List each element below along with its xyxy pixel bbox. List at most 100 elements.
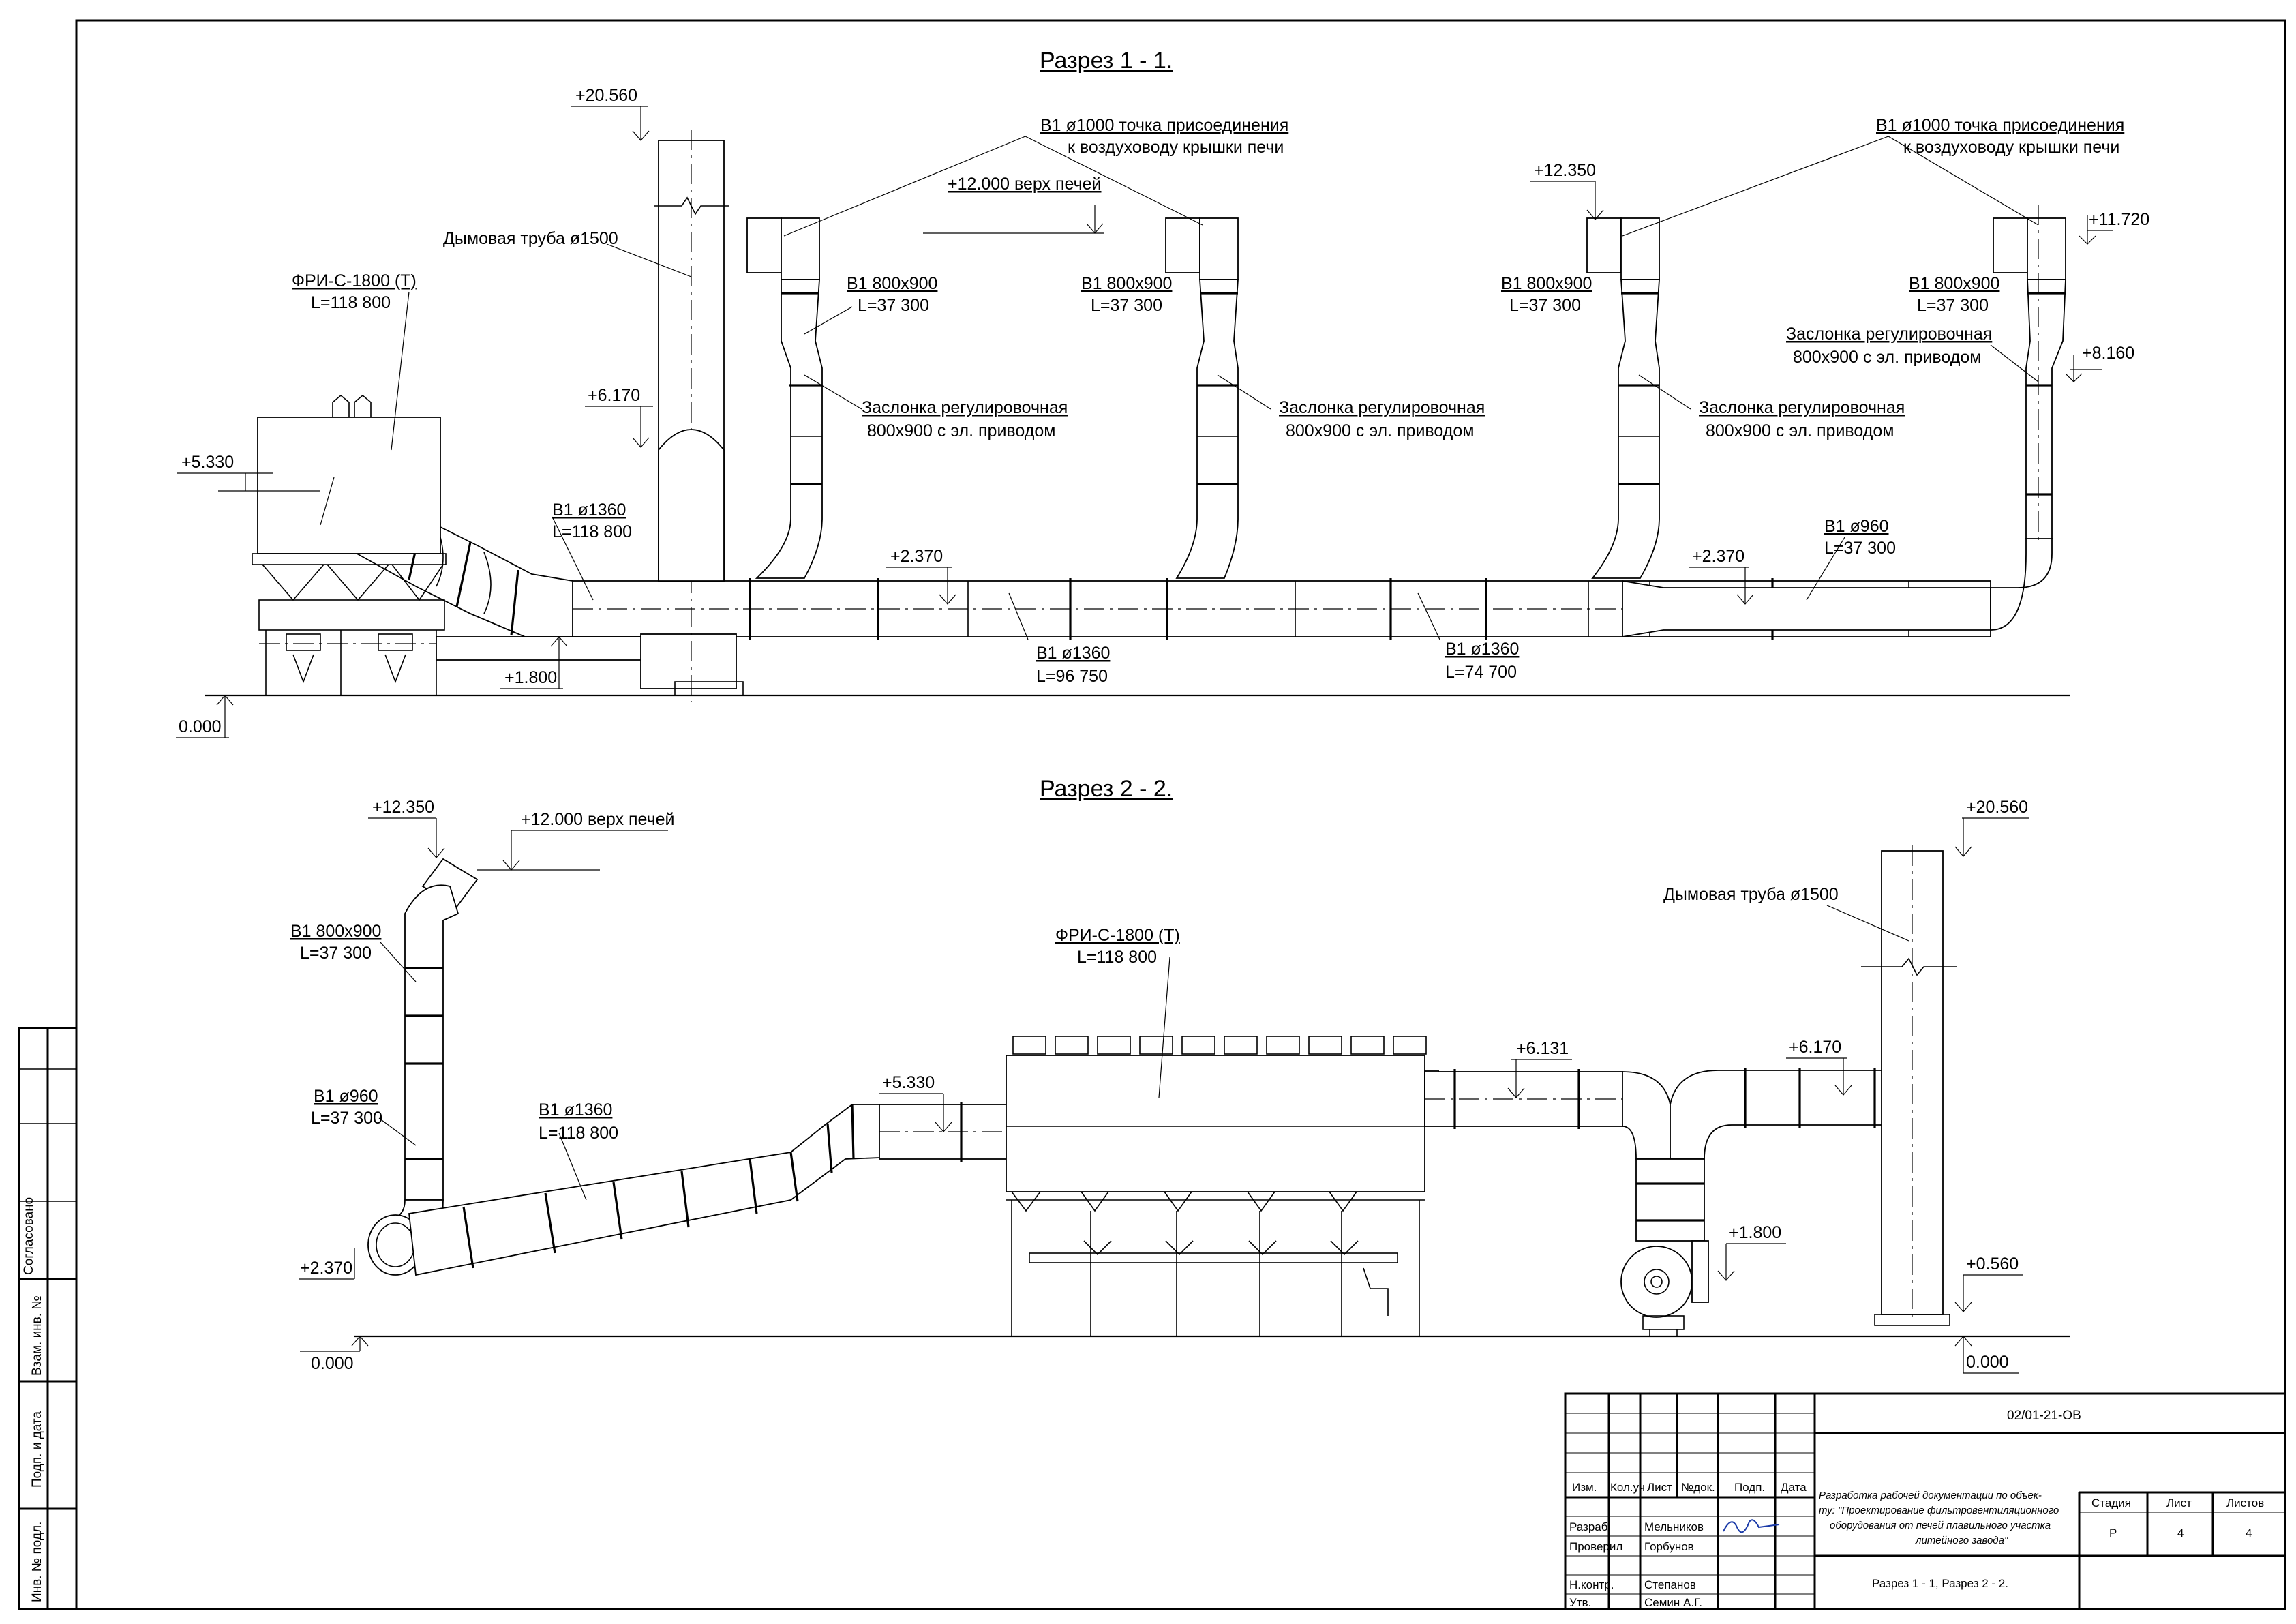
- stage-header: Стадия: [2091, 1497, 2131, 1509]
- s1-riser-1: [746, 217, 823, 579]
- s1-damper-4b: 800х900 с эл. приводом: [1793, 348, 1981, 367]
- s2-duct-1360: В1 ø1360: [539, 1100, 612, 1119]
- hdr-izm: Изм.: [1572, 1481, 1597, 1494]
- s1-elev-5330: +5.330: [181, 453, 234, 472]
- s1-duct-1360-a: В1 ø1360: [552, 500, 626, 520]
- s2-elev-2370: +2.370: [300, 1259, 352, 1278]
- s1-damper-1a: Заслонка регулировочная: [862, 398, 1068, 417]
- s1-duct-800-2-flow: L=37 300: [1091, 296, 1162, 315]
- section-1-title: Разрез 1 - 1.: [1040, 48, 1173, 74]
- s1-conn-left-1: В1 ø1000 точка присоединения: [1040, 116, 1288, 135]
- role-nkontr: Н.контр.: [1569, 1578, 1614, 1591]
- s2-filter-unit: [1006, 1036, 1439, 1336]
- s2-duct-960-flow: L=37 300: [311, 1109, 382, 1128]
- s1-elev-20560: +20.560: [575, 86, 637, 105]
- s1-duct-800-4-flow: L=37 300: [1917, 296, 1989, 315]
- s1-duct-800-4: В1 800х900: [1909, 274, 1999, 293]
- stamp-inv: Инв. № подл.: [30, 1522, 44, 1602]
- name-utv: Семин А.Г.: [1644, 1596, 1702, 1609]
- s1-damper-1b: 800х900 с эл. приводом: [867, 421, 1055, 440]
- s2-duct-960: В1 ø960: [314, 1087, 378, 1106]
- s2-chimney: [1861, 845, 1957, 1326]
- name-razrab: Мельников: [1644, 1520, 1704, 1533]
- s2-elev-0000-right: 0.000: [1966, 1353, 2009, 1372]
- s1-leaders: [391, 136, 2039, 640]
- s1-chimney: [654, 130, 729, 702]
- s1-duct-800-3: В1 800х900: [1501, 274, 1592, 293]
- s1-elev-2370-b: +2.370: [1692, 547, 1744, 566]
- s2-elev-0560: +0.560: [1966, 1254, 2019, 1274]
- s2-elev-1800: +1.800: [1729, 1223, 1781, 1242]
- s2-right-ducts: [1424, 1068, 1897, 1336]
- s2-elev-6170: +6.170: [1789, 1038, 1841, 1057]
- name-nkontr: Степанов: [1644, 1578, 1696, 1591]
- sheet-title: Разрез 1 - 1, Разрез 2 - 2.: [1872, 1577, 2008, 1590]
- s1-duct-1360-c: В1 ø1360: [1445, 640, 1519, 659]
- s2-elev-6131: +6.131: [1516, 1039, 1569, 1058]
- project-line-3: оборудования от печей плавильного участк…: [1830, 1520, 2051, 1531]
- s1-riser-3: [1586, 217, 1660, 579]
- stamp-replaced: Взам. инв. №: [30, 1295, 44, 1376]
- s2-filter-valves: [1012, 1036, 1427, 1055]
- sheet-header: Лист: [2166, 1497, 2192, 1509]
- s1-damper-4a: Заслонка регулировочная: [1786, 325, 1992, 344]
- project-line-1: Разработка рабочей документации по объек…: [1819, 1490, 2042, 1501]
- hdr-kol: Кол.уч: [1610, 1481, 1645, 1494]
- role-utv: Утв.: [1569, 1596, 1591, 1609]
- sheets-header: Листов: [2226, 1497, 2264, 1509]
- role-proveril: Проверил: [1569, 1540, 1622, 1553]
- s2-leaders: [378, 905, 1909, 1201]
- s2-duct-1360-flow: L=118 800: [539, 1124, 618, 1143]
- s1-elev-2370-a: +2.370: [890, 547, 943, 566]
- hdr-ndoc: №док.: [1681, 1481, 1715, 1494]
- s1-conn-left-2: к воздуховоду крышки печи: [1068, 138, 1284, 157]
- s2-elev-20560: +20.560: [1966, 798, 2028, 817]
- s1-furnace-top: +12.000 верх печей: [948, 175, 1102, 194]
- section-2-title: Разрез 2 - 2.: [1040, 776, 1173, 802]
- s1-elev-11720: +11.720: [2089, 210, 2149, 229]
- drawing-frame: [75, 19, 2286, 1610]
- s1-duct-800-1-flow: L=37 300: [858, 296, 929, 315]
- s2-stack: Дымовая труба ø1500: [1663, 885, 1839, 904]
- s2-filter-name: ФРИ-С-1800 (Т): [1055, 926, 1180, 945]
- s1-elevation-marks: [176, 106, 2113, 738]
- s1-elev-8160: +8.160: [2082, 344, 2134, 363]
- s1-duct-1360-c-flow: L=74 700: [1445, 663, 1517, 682]
- s2-elevation-marks: [299, 817, 2029, 1374]
- s1-conn-right-1: В1 ø1000 точка присоединения: [1876, 116, 2124, 135]
- s1-damper-3a: Заслонка регулировочная: [1699, 398, 1905, 417]
- sheets-value: 4: [2246, 1527, 2252, 1539]
- s1-duct-960: В1 ø960: [1824, 517, 1889, 536]
- s1-elev-12350: +12.350: [1534, 161, 1596, 180]
- s2-elev-5330: +5.330: [882, 1073, 935, 1092]
- s2-long-duct: [408, 1102, 1010, 1276]
- project-line-4: литейного завода": [1915, 1535, 2008, 1546]
- hdr-podp: Подп.: [1734, 1481, 1765, 1494]
- signature: [1723, 1519, 1780, 1533]
- stage-value: Р: [2109, 1527, 2117, 1539]
- section-2-2: Разрез 2 - 2.: [290, 776, 2070, 1374]
- section-1-1: Разрез 1 - 1.: [176, 48, 2149, 738]
- side-stamp: Согласовано Взам. инв. № Подп. и дата Ин…: [18, 1027, 78, 1610]
- s2-elev-0000-left: 0.000: [311, 1354, 354, 1373]
- s1-filter-unit: [252, 394, 682, 695]
- s2-furnace-top: +12.000 верх печей: [521, 810, 675, 829]
- s1-riser-2: [1165, 217, 1239, 579]
- s1-damper-2a: Заслонка регулировочная: [1279, 398, 1485, 417]
- s2-duct-800-flow: L=37 300: [300, 944, 372, 963]
- s2-filter-flow: L=118 800: [1077, 948, 1157, 967]
- s1-conn-right-2: к воздуховоду крышки печи: [1903, 138, 2119, 157]
- s1-duct-800-3-flow: L=37 300: [1509, 296, 1581, 315]
- s1-elev-6170: +6.170: [588, 386, 640, 405]
- title-block: 02/01-21-ОВ Изм. Кол.уч Лист №док. Подп.…: [1564, 1392, 2286, 1610]
- s1-elev-1800: +1.800: [504, 668, 557, 687]
- s2-elev-12350: +12.350: [372, 798, 434, 817]
- s1-duct-1360-b: В1 ø1360: [1036, 644, 1110, 663]
- name-proveril: Горбунов: [1644, 1540, 1694, 1553]
- s1-filter-name: ФРИ-С-1800 (Т): [292, 271, 417, 290]
- s1-damper-2b: 800х900 с эл. приводом: [1286, 421, 1474, 440]
- sheet-value: 4: [2177, 1527, 2184, 1539]
- role-razrab: Разраб.: [1569, 1520, 1611, 1533]
- s1-duct-1360-b-flow: L=96 750: [1036, 667, 1108, 686]
